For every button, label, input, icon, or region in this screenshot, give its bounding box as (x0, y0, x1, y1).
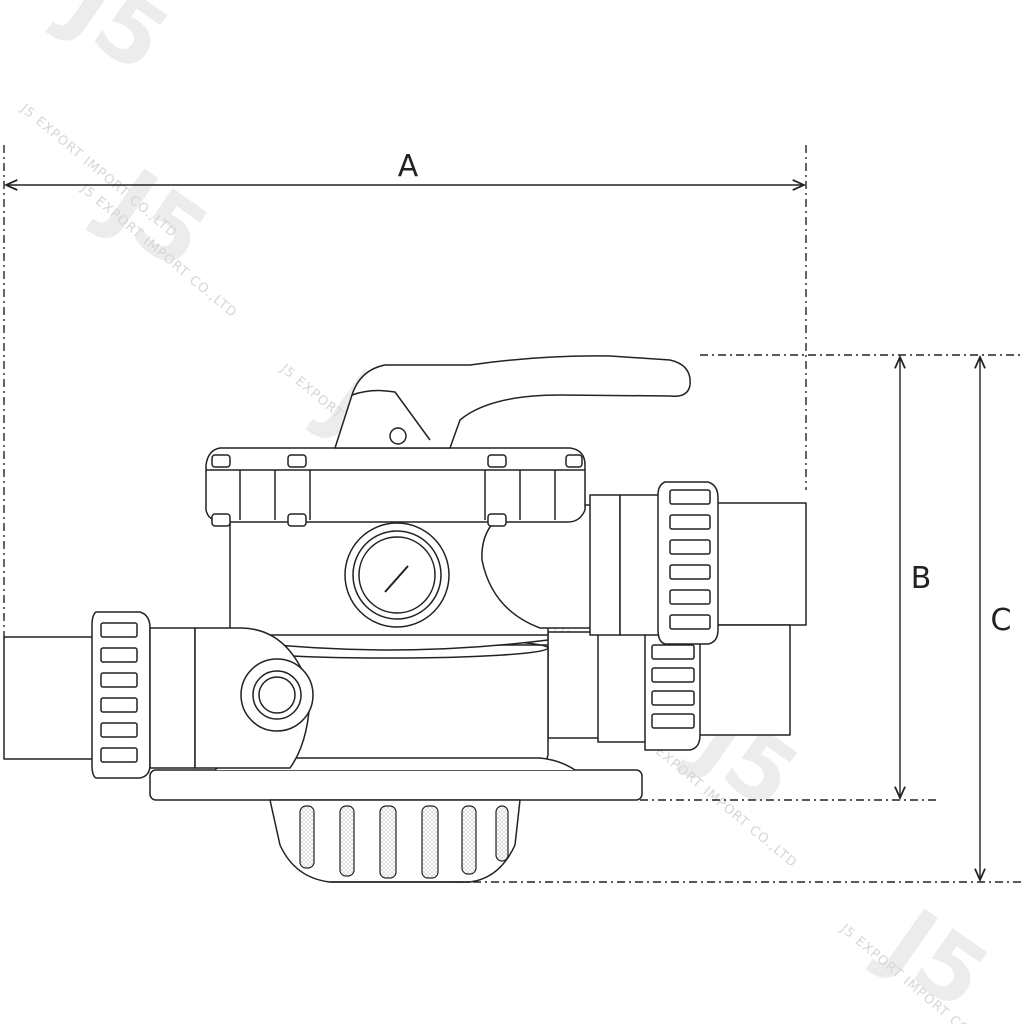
right-upper-union-nut (657, 481, 719, 645)
right-lower-pipe (689, 624, 791, 736)
pressure-gauge (344, 522, 450, 628)
right-elbow-outlet (481, 494, 661, 636)
dimension-lines (3, 145, 1022, 883)
cover-bolts (211, 454, 583, 527)
multiport-valve (3, 355, 807, 883)
dimension-a-label: A (398, 149, 419, 184)
valve-handle (334, 355, 691, 449)
left-elbow-port (149, 627, 314, 769)
right-upper-pipe (709, 502, 807, 626)
right-lower-union (547, 629, 701, 751)
base-flange (149, 769, 643, 801)
dimension-b-label: B (911, 561, 932, 596)
watermark-logo: J5 (42, 0, 186, 93)
left-pipe (3, 636, 105, 760)
left-union-nut (91, 611, 151, 779)
bottom-strainer (269, 799, 521, 883)
dimension-c-label: C (991, 603, 1012, 638)
valve-cover (205, 447, 586, 527)
